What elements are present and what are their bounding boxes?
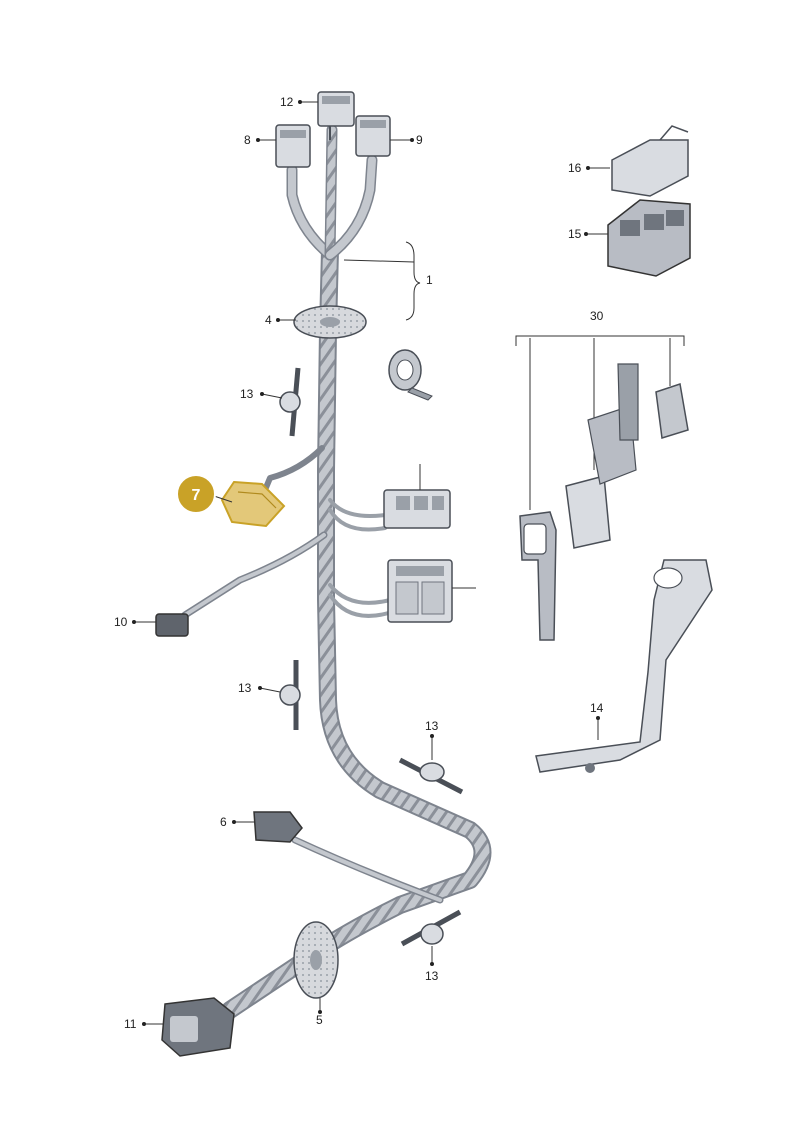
leader-lines — [132, 100, 610, 1026]
seal-part-c — [655, 383, 689, 439]
highlight-badge-label: 7 — [192, 487, 201, 504]
callout-15: 15 — [568, 227, 582, 241]
connector-block-lower — [387, 559, 476, 623]
callout-1: 1 — [426, 273, 433, 287]
seal-part-a — [519, 511, 557, 641]
tape-roll — [388, 349, 433, 401]
connector-6 — [253, 811, 303, 843]
callout-9: 9 — [416, 133, 423, 147]
clip-13-middle — [279, 660, 301, 730]
callout-14: 14 — [590, 701, 604, 715]
main-harness-trunk — [221, 241, 492, 1019]
callout-11: 11 — [124, 1017, 137, 1031]
callout-labels: 12 8 9 1 4 13 10 13 13 6 13 11 5 16 15 3… — [114, 95, 604, 1031]
connector-8 — [275, 124, 311, 168]
upper-branches — [286, 124, 378, 261]
grommet-4 — [293, 305, 367, 339]
clip-13-right — [398, 757, 464, 795]
callout-8: 8 — [244, 133, 251, 147]
bracket-14 — [535, 559, 713, 773]
connector-10 — [155, 613, 189, 637]
clip-13-lower — [400, 909, 462, 947]
side-branches — [181, 445, 444, 904]
callout-13-upper: 13 — [240, 387, 254, 401]
callout-10: 10 — [114, 615, 128, 629]
callout-6: 6 — [220, 815, 227, 829]
callout-30: 30 — [590, 309, 604, 323]
connector-9 — [355, 115, 391, 157]
callout-5: 5 — [316, 1013, 323, 1027]
highlight-badge-7[interactable]: 7 — [176, 474, 216, 514]
cover-16 — [611, 125, 689, 197]
seal-part-b — [565, 363, 639, 549]
grommet-5 — [293, 921, 339, 999]
clip-13-upper — [279, 367, 301, 437]
brace-1 — [343, 241, 421, 321]
relay-box-15 — [607, 199, 691, 277]
module-7-highlighted[interactable] — [220, 480, 286, 528]
connector-block-upper — [383, 464, 451, 529]
callout-13-right: 13 — [425, 719, 439, 733]
callout-13-lower: 13 — [425, 969, 439, 983]
connector-12 — [317, 91, 355, 140]
callout-16: 16 — [568, 161, 582, 175]
callout-13-middle: 13 — [238, 681, 252, 695]
connector-11 — [161, 997, 235, 1057]
callout-4: 4 — [265, 313, 272, 327]
callout-12: 12 — [280, 95, 294, 109]
